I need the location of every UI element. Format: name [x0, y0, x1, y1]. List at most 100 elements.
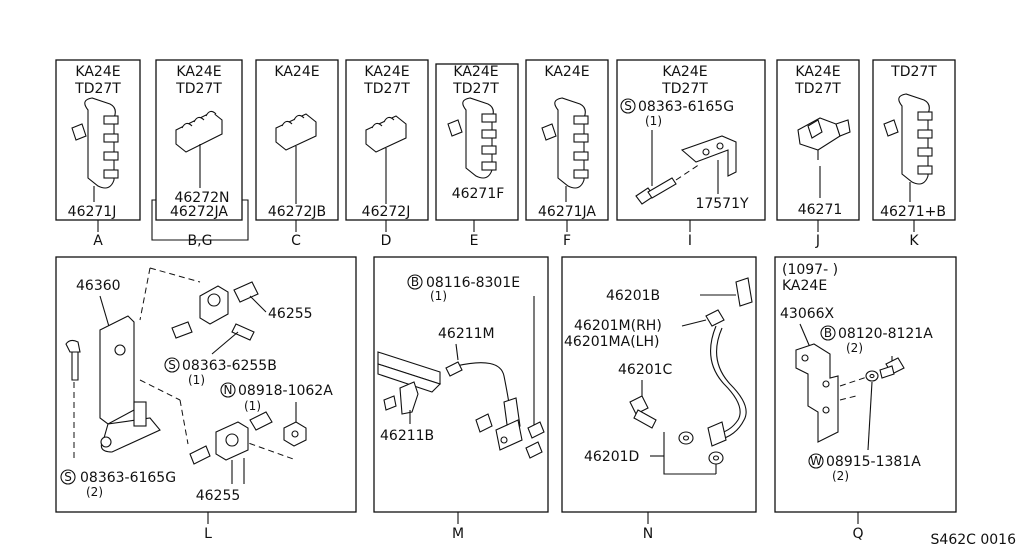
- panel-n: 46201B 46201M(RH) 46201MA(LH) 46201C: [561, 256, 757, 542]
- panel-e: KA24E TD27T 46271F E: [435, 63, 519, 249]
- fastener-prefix: S: [64, 470, 72, 484]
- grommet-icon: [175, 110, 223, 153]
- panel-letter: J: [815, 233, 820, 249]
- engine-label: KA24E: [274, 64, 319, 80]
- part-number: 46211B: [380, 428, 434, 444]
- fastener-qty: (2): [832, 469, 849, 483]
- bolt-icon: [879, 357, 905, 379]
- panel-letter: M: [452, 526, 464, 542]
- engine-label: TD27T: [363, 81, 410, 97]
- fastener-prefix: W: [810, 454, 822, 468]
- date-range: (1097- ): [782, 262, 838, 278]
- panel-letter: K: [909, 233, 919, 249]
- fastener-qty: (1): [188, 373, 205, 387]
- engine-label: TD27T: [175, 81, 222, 97]
- fastener-prefix: B: [411, 275, 419, 289]
- part-number: 46201MA(LH): [564, 334, 659, 350]
- fastener-prefix: S: [168, 358, 176, 372]
- bolt-icon: [189, 411, 273, 465]
- engine-label: TD27T: [890, 64, 937, 80]
- panel-letter: C: [291, 233, 301, 249]
- panel-m: B 08116-8301E (1) 46211M 46211B M: [373, 256, 549, 542]
- fastener-number: 08918-1062A: [238, 383, 333, 399]
- fastener-prefix: B: [824, 326, 832, 340]
- bolt-icon: [629, 395, 657, 429]
- part-number: 17571Y: [695, 196, 749, 212]
- part-number: 43066X: [780, 306, 835, 322]
- part-number: 46201D: [584, 449, 639, 465]
- screw-icon: [65, 339, 81, 381]
- panel-letter: A: [93, 233, 103, 249]
- engine-label: TD27T: [452, 81, 499, 97]
- washer-icon: [678, 431, 724, 465]
- figure-code: S462C 0016: [931, 532, 1017, 548]
- clip-icon: [447, 97, 497, 179]
- part-number: 46360: [76, 278, 121, 294]
- engine-label: KA24E: [662, 64, 707, 80]
- panel-letter: D: [381, 233, 392, 249]
- washer-icon: [865, 370, 879, 382]
- fastener-number: 08116-8301E: [426, 275, 520, 291]
- part-number: 46271J: [68, 204, 117, 220]
- panel-letter: B,G: [188, 233, 213, 249]
- part-number: 46201C: [618, 362, 673, 378]
- panel-letter: F: [563, 233, 571, 249]
- clamp-icon: [215, 421, 249, 461]
- part-number: 46271F: [452, 186, 505, 202]
- panel-letter: N: [643, 526, 653, 542]
- engine-label: KA24E: [364, 64, 409, 80]
- engine-label: KA24E: [782, 278, 827, 294]
- clip-icon: [797, 117, 851, 151]
- nut-icon: [283, 421, 307, 447]
- engine-label: TD27T: [794, 81, 841, 97]
- clip-icon: [71, 97, 119, 189]
- fastener-number: 08363-6255B: [182, 358, 277, 374]
- engine-label: KA24E: [795, 64, 840, 80]
- panel-q: (1097- ) KA24E 43066X B 08120-8121A (2) …: [774, 256, 957, 542]
- fastener-qty: (1): [244, 399, 261, 413]
- engine-label: KA24E: [544, 64, 589, 80]
- clip-icon: [541, 97, 589, 189]
- panel-a: KA24E TD27T 46271J A: [55, 59, 141, 249]
- panel-l: 46360 46255 S: [55, 256, 357, 542]
- part-number: 46272J: [362, 204, 411, 220]
- bolt-icon: [171, 281, 259, 341]
- part-number: 46211M: [438, 326, 495, 342]
- fastener-qty: (2): [86, 485, 103, 499]
- part-number: 46271+B: [880, 204, 946, 220]
- panel-letter: Q: [852, 526, 863, 542]
- frame-rail-icon: [377, 351, 442, 393]
- part-number: 46272JA: [170, 204, 228, 220]
- panel-f: KA24E 46271JA F: [525, 59, 609, 249]
- engine-label: KA24E: [75, 64, 120, 80]
- fastener-prefix: N: [224, 383, 233, 397]
- fastener-number: 08363-6165G: [638, 99, 734, 115]
- panel-k: TD27T 46271+B K: [872, 59, 956, 249]
- part-number: 46255: [268, 306, 313, 322]
- panel-c: KA24E 46272JB C: [255, 59, 339, 249]
- engine-label: TD27T: [74, 81, 121, 97]
- engine-label: TD27T: [661, 81, 708, 97]
- brake-tube-icon: [705, 309, 747, 447]
- fastener-qty: (1): [430, 289, 447, 303]
- bracket-icon: [680, 135, 737, 177]
- engine-label: KA24E: [176, 64, 221, 80]
- brake-hose-icon: [445, 361, 523, 451]
- panel-i: KA24E TD27T S 08363-6165G (1) 17571Y I: [616, 59, 766, 249]
- panel-letter: L: [204, 526, 212, 542]
- fastener-qty: (2): [846, 341, 863, 355]
- fastener-number: 08915-1381A: [826, 454, 921, 470]
- part-number: 46271JA: [538, 204, 596, 220]
- grommet-icon: [365, 115, 407, 153]
- panel-d: KA24E TD27T 46272J D: [345, 59, 429, 249]
- panel-letter: E: [470, 233, 479, 249]
- bracket-icon: [795, 343, 839, 443]
- grommet-icon: [275, 113, 317, 151]
- fastener-prefix: S: [624, 99, 632, 113]
- bolt-icon: [635, 177, 677, 205]
- part-number: 46201B: [606, 288, 660, 304]
- mounting-bracket-icon: [99, 315, 161, 453]
- engine-label: KA24E: [453, 64, 498, 80]
- clip-icon: [883, 93, 933, 185]
